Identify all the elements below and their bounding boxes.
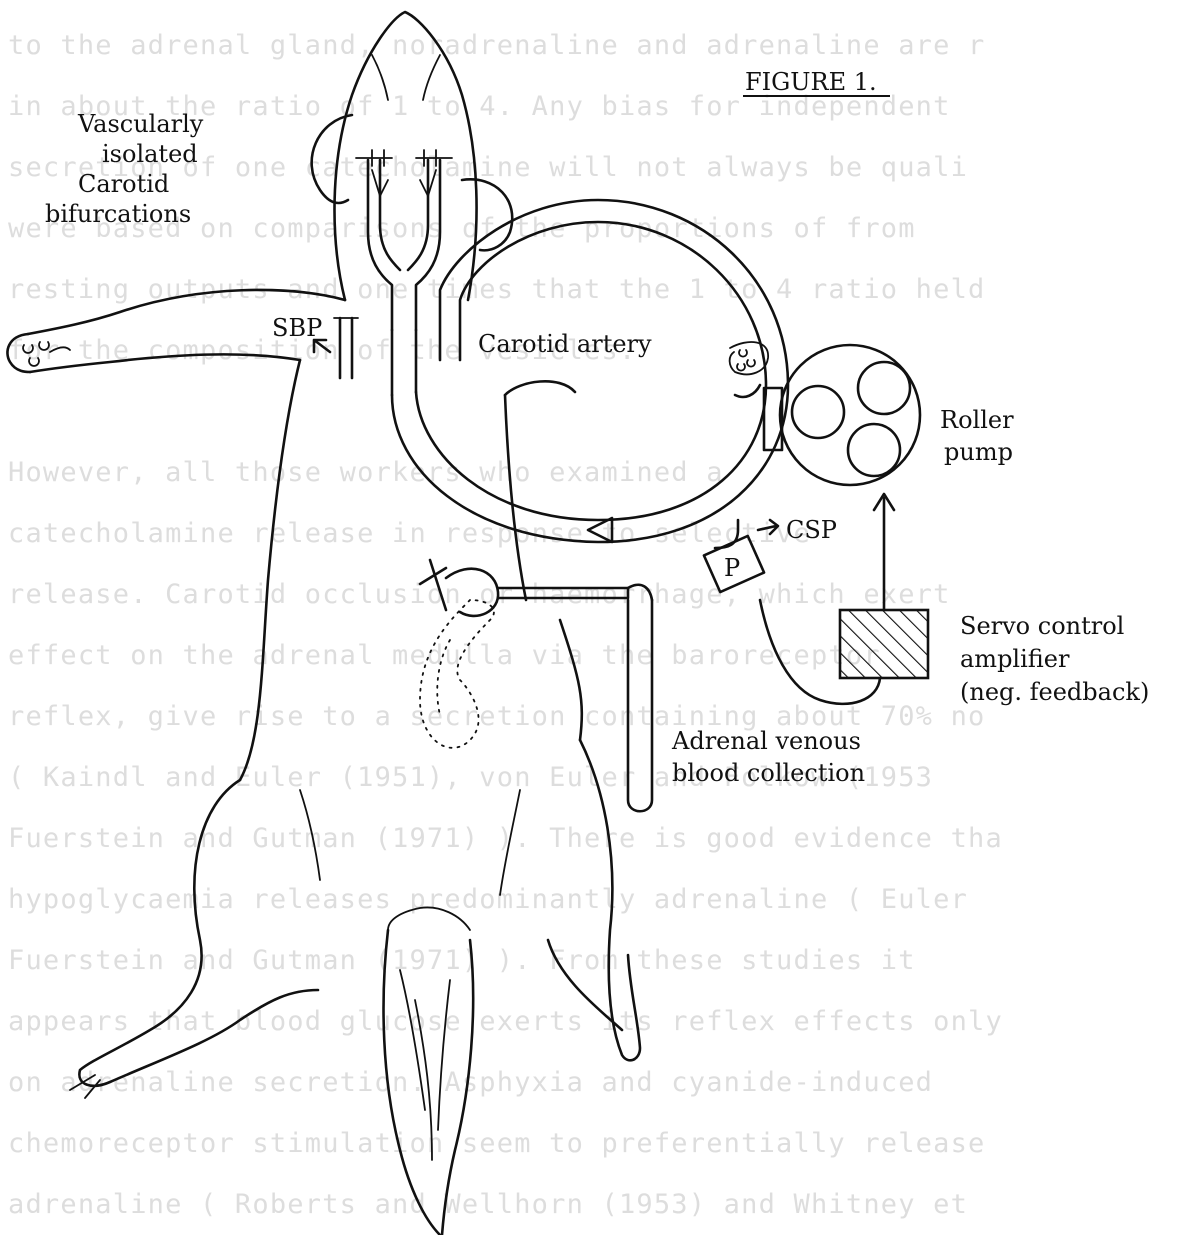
adrenal-cannula [420, 560, 652, 811]
label-vascularly-isolated-3: Carotid [78, 170, 169, 198]
diagram-labels: FIGURE 1. Vascularly isolated Carotid bi… [45, 68, 1149, 787]
label-adrenal-1: Adrenal venous [671, 727, 861, 755]
label-vascularly-isolated-4: bifurcations [45, 200, 191, 228]
label-carotid-artery: Carotid artery [478, 330, 652, 358]
label-servo-2: amplifier [960, 645, 1070, 673]
label-sbp: SBP [272, 314, 322, 342]
label-servo-3: (neg. feedback) [960, 678, 1149, 706]
label-servo-1: Servo control [960, 612, 1124, 640]
label-vascularly-isolated-1: Vascularly [77, 110, 204, 138]
figure-title: FIGURE 1. [745, 68, 877, 96]
label-roller-pump-1: Roller [940, 406, 1014, 434]
pressure-transducer [704, 520, 778, 592]
label-transducer-p: P [724, 554, 740, 582]
label-vascularly-isolated-2: isolated [102, 140, 198, 168]
label-csp: CSP [786, 516, 837, 544]
label-roller-pump-2: pump [944, 438, 1013, 466]
label-adrenal-2: blood collection [672, 759, 865, 787]
